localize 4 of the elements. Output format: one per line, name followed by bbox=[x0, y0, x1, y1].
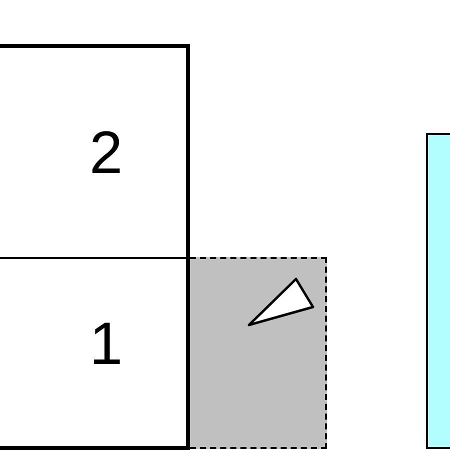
box-number: 1 bbox=[89, 314, 123, 374]
shaded-dashed-box bbox=[190, 257, 327, 449]
box-number: 2 bbox=[89, 122, 123, 182]
numbered-box bbox=[0, 44, 190, 259]
